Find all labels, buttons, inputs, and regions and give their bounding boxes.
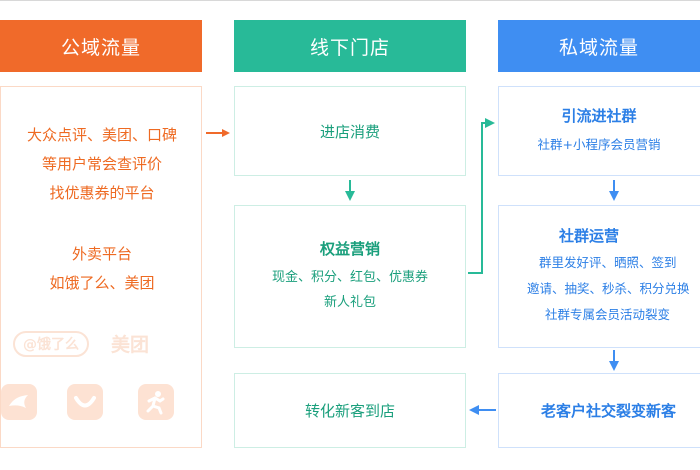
box-title: 社群运营 — [558, 227, 619, 245]
box-line: 社群专属会员活动裂变 — [545, 307, 671, 322]
community-operations-box: 社群运营 群里发好评、晒照、签到 邀请、抽奖、秒杀、积分兑换 社群专属会员活动裂… — [498, 205, 700, 348]
public-traffic-title: 公域流量 — [60, 36, 141, 59]
text-line: 大众点评、美团、口碑 — [26, 126, 177, 144]
box-title: 进店消费 — [319, 122, 380, 141]
smile-icon — [74, 396, 96, 408]
private-traffic-header: 私域流量 — [498, 20, 700, 72]
marketing-to-community-arrow — [468, 118, 495, 274]
smile-app-icon — [67, 384, 103, 420]
text-line: 如饿了么、美团 — [49, 274, 155, 292]
in-store-consumption-box: 进店消费 — [234, 86, 466, 176]
box-title: 引流进社群 — [561, 106, 637, 125]
box-title: 老客户社交裂变新客 — [541, 402, 677, 420]
runner-app-icon — [138, 384, 174, 420]
top-divider — [0, 0, 700, 1]
referral-fission-box: 老客户社交裂变新客 — [498, 373, 700, 448]
box-line: 社群+小程序会员营销 — [537, 136, 661, 152]
box-title: 权益营销 — [319, 240, 380, 258]
box-line: 邀请、抽奖、秒杀、积分兑换 — [527, 281, 690, 296]
runner-icon — [146, 391, 165, 415]
bird-icon — [9, 395, 28, 408]
rights-marketing-box: 权益营销 现金、积分、红包、优惠券 新人礼包 — [234, 205, 466, 348]
box-line: 现金、积分、红包、优惠券 — [271, 270, 428, 285]
box-line: 新人礼包 — [323, 295, 376, 310]
box-line: 群里发好评、晒照、签到 — [539, 255, 677, 270]
public-traffic-panel: 大众点评、美团、口碑 等用户常会查评价 找优惠券的平台 外卖平台 如饿了么、美团… — [0, 86, 202, 448]
offline-store-title: 线下门店 — [309, 36, 390, 59]
join-community-box: 引流进社群 社群+小程序会员营销 — [498, 86, 700, 176]
text-line: 找优惠券的平台 — [49, 184, 155, 202]
eleme-logo: @饿了么 — [13, 331, 89, 357]
box-title: 转化新客到店 — [304, 402, 395, 420]
convert-new-customers-box: 转化新客到店 — [234, 373, 466, 448]
review-platforms-text: 大众点评、美团、口碑 等用户常会查评价 找优惠券的平台 — [1, 121, 203, 208]
meituan-logo: 美团 — [111, 334, 150, 356]
text-line: 外卖平台 — [71, 245, 132, 263]
private-traffic-title: 私域流量 — [558, 36, 639, 59]
offline-store-header: 线下门店 — [234, 20, 466, 72]
bird-app-icon — [1, 384, 37, 420]
public-traffic-header: 公域流量 — [0, 20, 202, 72]
delivery-platforms-text: 外卖平台 如饿了么、美团 — [1, 240, 203, 298]
text-line: 等用户常会查评价 — [41, 155, 162, 173]
